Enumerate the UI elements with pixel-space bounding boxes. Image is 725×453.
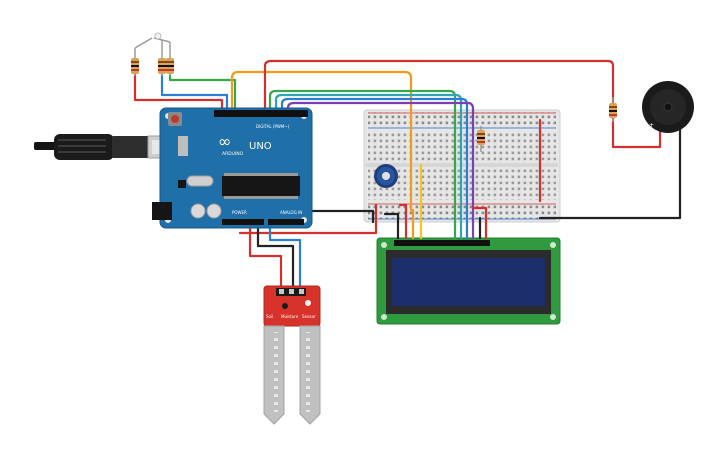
arduino-model-label: UNO [249,141,272,152]
dc-power-jack [152,202,172,220]
digital-header [214,110,308,117]
power-header [222,219,264,225]
sensor-label-moisture: Moisture [281,314,299,319]
digital-header-label: DIGITAL (PWM~) [256,124,290,129]
resistor [131,37,153,76]
arduino-uno-board: DIGITAL (PWM~) ∞ UNO ARDUINO POWER ANALO… [152,107,313,229]
analog-header [268,219,304,225]
sensor-probe-left [263,325,285,425]
soil-moisture-sensor: Soil Moisture Sensor [263,285,321,425]
piezo-buzzer: + [642,81,694,133]
atmega-chip [222,176,300,196]
power-header-label: POWER [232,210,247,215]
analog-header-label: ANALOG IN [280,210,302,215]
arduino-brand-label: ARDUINO [222,151,244,157]
wires [133,59,682,292]
lcd-pin-header [394,240,490,246]
lcd-screen [392,258,545,306]
lcd-display [376,237,561,325]
potentiometer [374,164,398,188]
sensor-probe-right [299,325,321,425]
arduino-logo-icon: ∞ [218,132,231,151]
buzzer-plus-label: + [649,122,654,129]
resistor [609,97,617,122]
resistor-group [131,32,617,152]
resistor [166,42,174,76]
resistor [477,126,485,152]
sensor-label-sensor: Sensor [302,314,316,319]
rgb-led [153,32,171,43]
sensor-label-soil: Soil [266,314,273,319]
resistor [158,40,166,76]
